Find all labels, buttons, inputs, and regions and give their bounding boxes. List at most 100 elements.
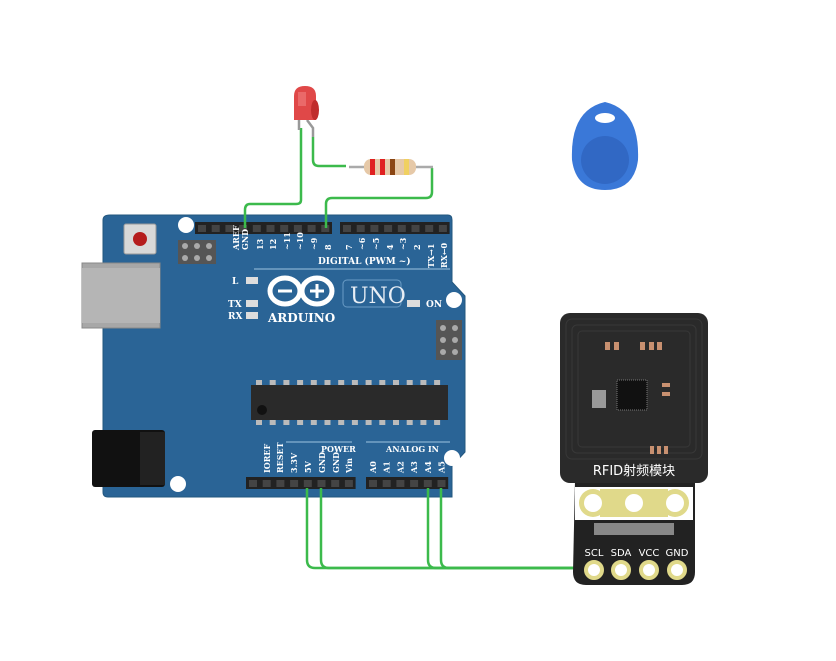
rfid-pin-pad[interactable] — [584, 560, 604, 580]
resistor[interactable] — [349, 159, 433, 175]
header-pin[interactable] — [396, 480, 405, 487]
chip-leg — [310, 420, 317, 425]
wire-resistor-pin8[interactable] — [324, 168, 434, 228]
analog-pin-label: A1 — [382, 461, 392, 474]
header-pin[interactable] — [239, 225, 248, 232]
header-pin[interactable] — [397, 225, 406, 232]
header-pin[interactable] — [211, 225, 220, 232]
header-pin[interactable] — [343, 225, 351, 232]
rfid-pin-label: VCC — [639, 548, 660, 559]
chip-leg — [365, 380, 372, 385]
wire-a4[interactable] — [426, 488, 678, 570]
analog-pin-label: A2 — [395, 461, 405, 474]
analog-pin-label: A0 — [368, 461, 378, 474]
rfid-pin-pad[interactable] — [639, 560, 659, 580]
led-tx-label: TX — [228, 300, 242, 310]
header-pin[interactable] — [198, 225, 206, 232]
wire-5v[interactable] — [305, 488, 678, 570]
digital-pin-label: 4 — [385, 244, 395, 250]
chip-leg — [434, 380, 441, 385]
wire-gnd[interactable] — [319, 488, 678, 570]
header-pin[interactable] — [438, 225, 447, 232]
header-pin[interactable] — [423, 480, 432, 487]
rfid-key-tag[interactable] — [571, 102, 639, 190]
power-pin-label: IOREF — [262, 444, 272, 473]
chip-leg — [256, 420, 262, 425]
header-pin[interactable] — [331, 480, 340, 487]
rfid-chip — [616, 379, 648, 411]
rfid-pin-label: SCL — [585, 548, 604, 559]
header-pin[interactable] — [382, 480, 391, 487]
mount-hole — [170, 476, 186, 492]
header-pin[interactable] — [410, 480, 419, 487]
header-pin[interactable] — [356, 225, 365, 232]
header-pin[interactable] — [293, 225, 302, 232]
header-pin[interactable] — [307, 225, 316, 232]
mount-hole — [446, 292, 462, 308]
chip-leg — [269, 380, 276, 385]
digital-pin-label: AREF — [231, 225, 241, 251]
digital-pin-label: 12 — [268, 239, 278, 250]
header-pin[interactable] — [369, 480, 377, 487]
chip-leg — [351, 420, 358, 425]
led-l-label: L — [232, 277, 239, 287]
header-pin[interactable] — [384, 225, 393, 232]
header-pin[interactable] — [252, 225, 261, 232]
chip-leg — [393, 420, 399, 425]
microcontroller-chip — [251, 385, 448, 420]
header-pin[interactable] — [266, 225, 275, 232]
wire-led-cathode-gnd[interactable] — [243, 128, 303, 228]
rfid-pin-pad[interactable] — [667, 560, 687, 580]
chip-leg — [297, 420, 304, 425]
header-pin[interactable] — [280, 225, 289, 232]
digital-pin-label: ~10 — [295, 232, 305, 250]
header-pin[interactable] — [437, 480, 446, 487]
header-pin[interactable] — [262, 480, 271, 487]
chip-leg — [406, 380, 413, 385]
led-rx — [246, 312, 258, 319]
chip-leg — [420, 420, 427, 425]
red-led[interactable] — [294, 86, 319, 137]
mount-hole — [178, 217, 194, 233]
wire-a5[interactable] — [439, 488, 678, 570]
header-pin[interactable] — [344, 480, 353, 487]
power-pin-label: Vin — [344, 458, 354, 474]
header-pin[interactable] — [321, 225, 330, 232]
chip-leg — [379, 380, 386, 385]
chip-leg — [256, 380, 262, 385]
chip-leg — [351, 380, 358, 385]
wires — [243, 128, 678, 570]
header-pin[interactable] — [425, 225, 434, 232]
header-pin[interactable] — [290, 480, 299, 487]
led-on — [407, 300, 420, 307]
header-pin[interactable] — [249, 480, 257, 487]
chip-leg — [379, 420, 386, 425]
header-pin[interactable] — [276, 480, 285, 487]
digital-pin-label: RX←0 — [439, 242, 449, 268]
led-l — [246, 277, 258, 284]
rfid-pin-pad[interactable] — [611, 560, 631, 580]
wire-led-anode-resistor[interactable] — [311, 137, 346, 168]
digital-pin-label: 2 — [412, 244, 422, 250]
chip-leg — [283, 380, 290, 385]
power-pin-label: 3.3V — [289, 452, 299, 473]
chip-leg — [324, 380, 331, 385]
digital-header-2 — [340, 222, 450, 234]
rfid-title: RFID射频模块 — [593, 463, 675, 479]
chip-leg — [338, 420, 345, 425]
header-pin[interactable] — [370, 225, 379, 232]
header-pin[interactable] — [303, 480, 312, 487]
power-pin-label: GND — [317, 452, 327, 473]
header-pin[interactable] — [225, 225, 234, 232]
led-tx — [246, 300, 258, 307]
chip-leg — [365, 420, 372, 425]
header-pin[interactable] — [317, 480, 326, 487]
digital-pin-label: ~11 — [282, 232, 292, 250]
header-pin[interactable] — [411, 225, 420, 232]
digital-pin-label: 7 — [344, 244, 354, 250]
chip-leg — [338, 380, 345, 385]
digital-label: DIGITAL (PWM ~) — [318, 256, 411, 267]
